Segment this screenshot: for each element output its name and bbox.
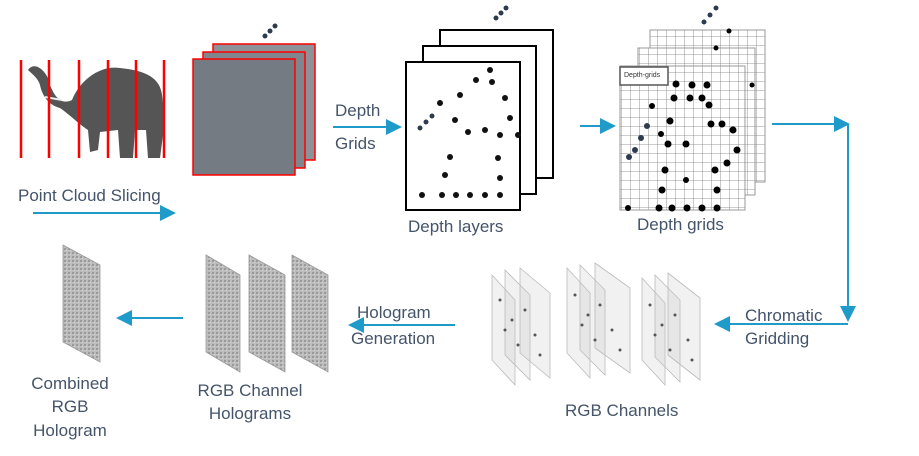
depth-grids-stack	[619, 29, 766, 211]
rgb-channel-holograms	[205, 254, 329, 373]
label-generation: Generation	[351, 329, 436, 348]
rgb-channels-clusters	[491, 262, 701, 387]
label-depth-grids: Depth grids	[637, 215, 724, 234]
label-point-cloud-slicing: Point Cloud Slicing	[18, 186, 161, 205]
label-gridding: Gridding	[745, 329, 810, 348]
depth-grid-points	[625, 5, 755, 212]
combined-hologram	[62, 244, 101, 363]
ellipsis-dots	[262, 23, 278, 39]
label-rgb-channels: RGB Channels	[565, 401, 679, 420]
rgb-channel-points	[498, 293, 694, 362]
depth-grids-tag: Depth-grids	[624, 72, 661, 79]
label-combined: Combined	[31, 374, 109, 393]
slice-lines	[19, 60, 166, 158]
label-depth-layers: Depth layers	[408, 217, 504, 236]
depth-grids-tag-box	[619, 66, 669, 86]
label-hologram: Hologram	[357, 303, 431, 322]
depth-layers-stack	[405, 29, 554, 211]
label-holograms: Holograms	[208, 404, 292, 423]
slice-stack	[192, 43, 316, 176]
label-hologram-combined: Hologram	[33, 421, 107, 440]
label-grids: Grids	[335, 134, 376, 153]
depth-layer-points	[417, 5, 521, 198]
label-chromatic: Chromatic	[745, 306, 823, 325]
label-depth: Depth	[335, 101, 381, 120]
label-rgb-channel: RGB Channel	[197, 381, 303, 400]
label-rgb: RGB	[51, 397, 89, 416]
